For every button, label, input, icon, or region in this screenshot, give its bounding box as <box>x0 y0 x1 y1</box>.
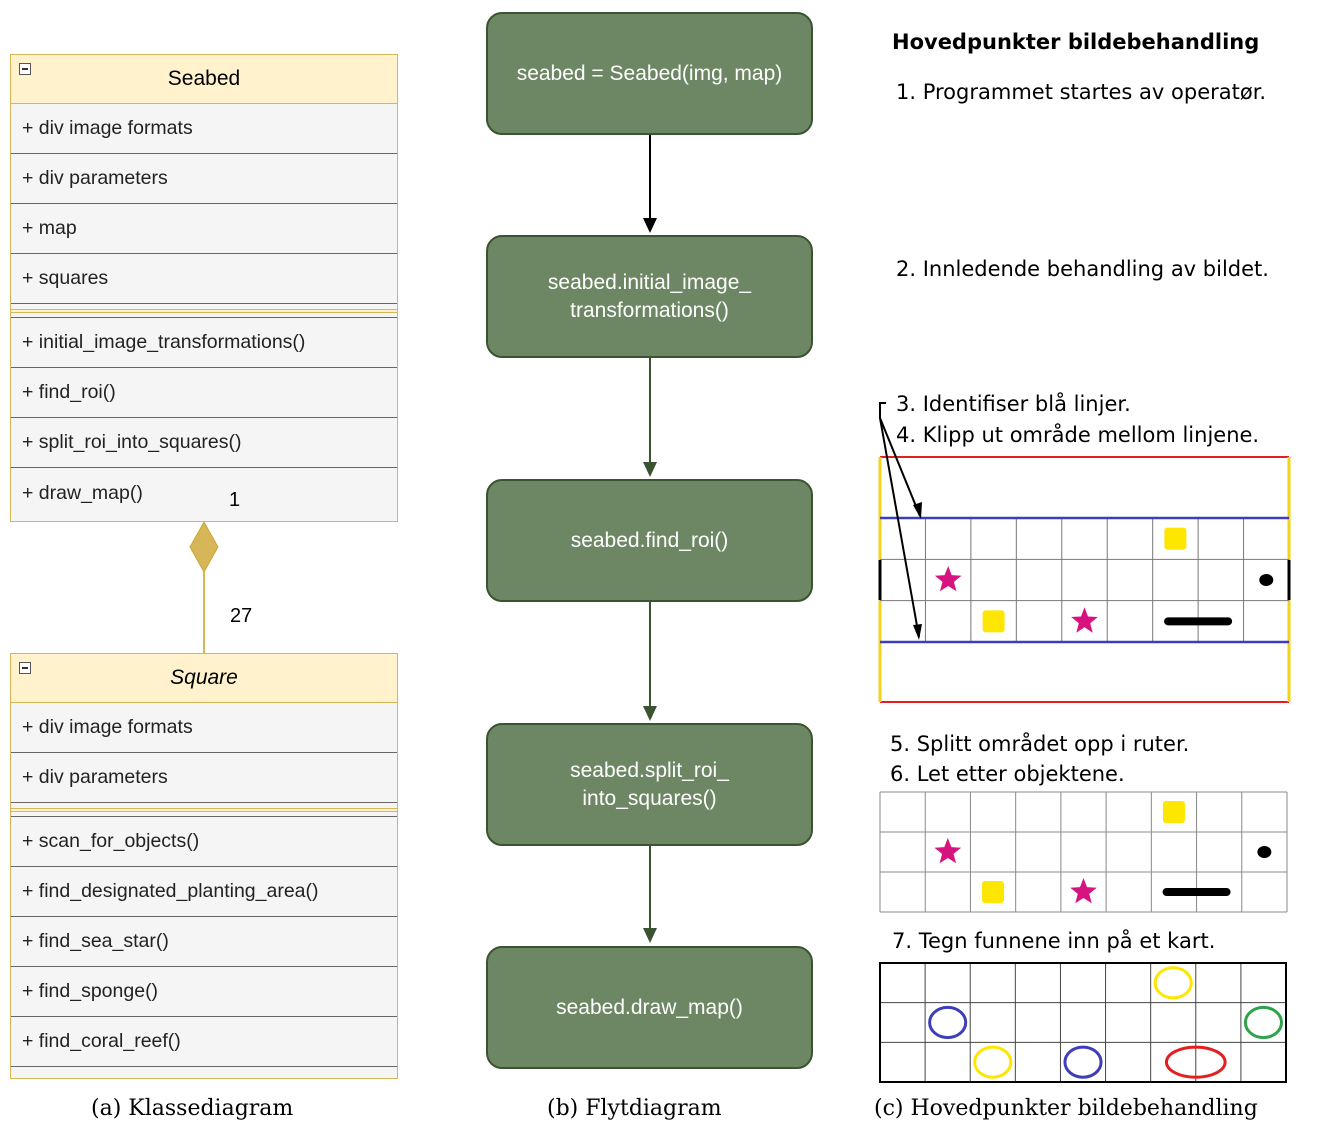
pointer-arrow <box>879 402 921 517</box>
seabed-attribute: + map <box>11 204 397 254</box>
green-circle-marker <box>1243 1005 1283 1040</box>
seabed-method: + draw_map() <box>11 468 397 518</box>
main-point-5: 5. Splitt området opp i ruter. <box>890 732 1190 756</box>
square-method: + find_designated_planting_area() <box>11 867 397 917</box>
main-point-1: 1. Programmet startes av operatør. <box>896 80 1267 104</box>
collapse-icon[interactable] <box>19 63 31 75</box>
square-class: Square + div image formats + div paramet… <box>10 653 398 1079</box>
seabed-attribute: + squares <box>11 254 397 304</box>
magenta-star-icon <box>1071 607 1098 633</box>
yellow-circle-marker <box>1153 966 1193 1000</box>
main-points-title: Hovedpunkter bildebehandling <box>892 30 1260 54</box>
arrowhead-icon <box>913 624 922 640</box>
seabed-attribute: + div parameters <box>11 154 397 204</box>
seabed-class-divider <box>11 304 397 318</box>
arrowhead-icon <box>643 218 657 233</box>
magenta-star-icon <box>934 566 962 592</box>
roi-grid <box>880 518 1289 642</box>
seabed-method: + initial_image_transformations() <box>11 318 397 368</box>
multiplicity-top: 1 <box>229 489 241 511</box>
square-method: + find_sea_star() <box>11 917 397 967</box>
multiplicity-bottom: 27 <box>230 605 253 627</box>
seabed-class-header: Seabed <box>11 55 397 104</box>
seabed-class: Seabed + div image formats + div paramet… <box>10 54 398 522</box>
flow-step-label: transformations() <box>570 298 729 322</box>
yellow-circle-marker <box>973 1045 1013 1079</box>
flow-step-label: into_squares() <box>582 786 717 810</box>
arrowhead-icon <box>913 502 922 519</box>
seabed-attribute: + div image formats <box>11 104 397 154</box>
seabed-method: + find_roi() <box>11 368 397 418</box>
flow-step-find-roi: seabed.find_roi() <box>486 479 813 602</box>
caption-class-diagram: (a) Klassediagram <box>91 1096 294 1121</box>
main-point-7: 7. Tegn funnene inn på et kart. <box>892 929 1216 953</box>
square-method: + find_sponge() <box>11 967 397 1017</box>
yellow-square-icon <box>1162 801 1185 823</box>
seabed-method: + split_roi_into_squares() <box>11 418 397 468</box>
square-attribute: + div image formats <box>11 703 397 753</box>
grid-border <box>879 962 1287 1083</box>
yellow-square-icon <box>1164 527 1187 550</box>
seabed-class-name: Seabed <box>167 67 241 90</box>
blue-circle-marker <box>1063 1045 1103 1079</box>
black-bar-icon <box>1164 617 1233 626</box>
map-grid <box>879 962 1287 1083</box>
flow-arrows <box>643 134 657 943</box>
squares-grid <box>879 791 1288 913</box>
flow-step-label: seabed.draw_map() <box>556 995 743 1019</box>
square-method: + scan_for_objects() <box>11 817 397 867</box>
magenta-star-icon <box>1070 878 1097 904</box>
flow-step-label: seabed = Seabed(img, map) <box>516 61 783 85</box>
main-point-3: 3. Identifiser blå linjer. <box>896 392 1131 416</box>
roi-image <box>878 402 1291 703</box>
flow-step-label: seabed.find_roi() <box>570 528 729 552</box>
black-dot-icon <box>1259 574 1274 586</box>
collapse-icon[interactable] <box>19 662 31 674</box>
square-attribute: + div parameters <box>11 753 397 803</box>
black-dot-icon <box>1257 846 1272 858</box>
square-class-name: Square <box>170 666 238 689</box>
main-point-4: 4. Klipp ut område mellom linjene. <box>896 423 1260 447</box>
flow-step-split-roi: seabed.split_roi_ into_squares() <box>486 723 813 846</box>
arrowhead-icon <box>643 706 657 721</box>
caption-main-points: (c) Hovedpunkter bildebehandling <box>874 1096 1258 1121</box>
blue-circle-marker <box>928 1005 968 1040</box>
flow-step-label: seabed.split_roi_ <box>570 758 729 782</box>
yellow-square-icon <box>982 610 1005 633</box>
flow-step-label: seabed.initial_image_ <box>547 270 752 294</box>
main-point-2: 2. Innledende behandling av bildet. <box>896 257 1269 281</box>
flow-step-initial-transformations: seabed.initial_image_ transformations() <box>486 235 813 358</box>
main-point-6: 6. Let etter objektene. <box>890 762 1125 786</box>
magenta-star-icon <box>934 838 962 864</box>
square-method: + find_coral_reef() <box>11 1017 397 1067</box>
arrowhead-icon <box>643 462 657 477</box>
yellow-square-icon <box>982 881 1005 903</box>
square-class-header: Square <box>11 654 397 703</box>
flow-step-draw-map: seabed.draw_map() <box>486 946 813 1069</box>
composition-diamond-icon <box>189 520 219 574</box>
square-class-divider <box>11 803 397 817</box>
red-circle-marker <box>1164 1045 1227 1079</box>
arrowhead-icon <box>643 928 657 943</box>
caption-flowchart: (b) Flytdiagram <box>547 1096 722 1121</box>
pointer-arrow <box>879 417 920 638</box>
flow-step-create-seabed: seabed = Seabed(img, map) <box>486 12 813 135</box>
black-bar-icon <box>1162 888 1231 896</box>
